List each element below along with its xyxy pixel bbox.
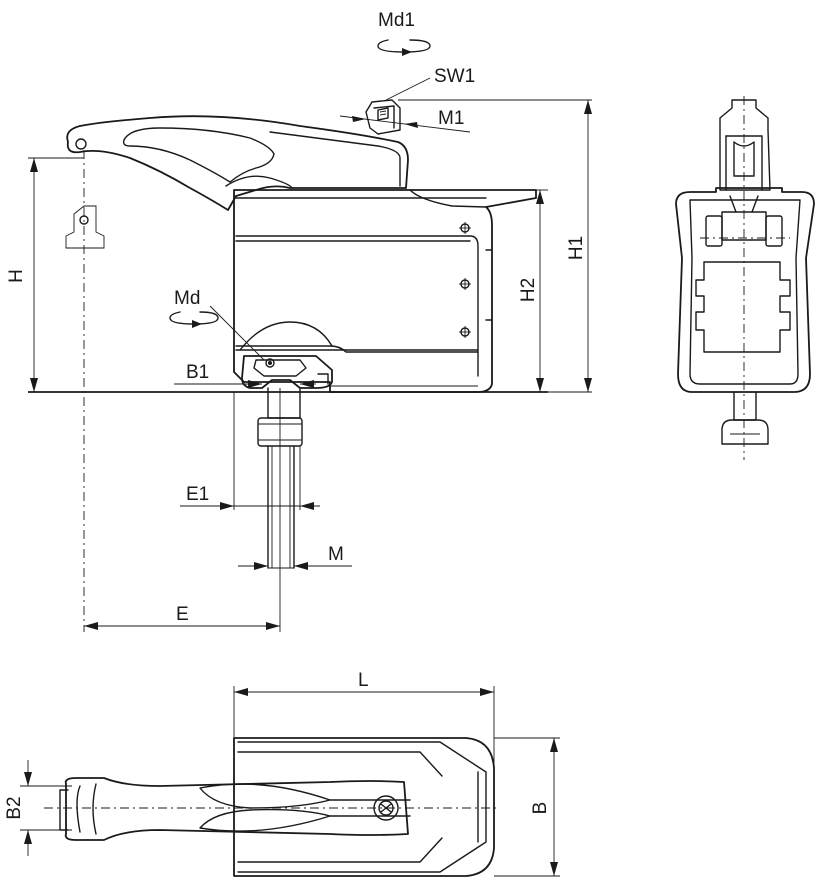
- top-body: [233, 737, 495, 877]
- e1-label: E1: [186, 484, 209, 505]
- top-view: L B B2: [4, 670, 560, 877]
- e-label: E: [176, 604, 189, 625]
- spindle-dome: [239, 321, 333, 351]
- front-view: [675, 96, 815, 460]
- b1-label: B1: [186, 362, 209, 383]
- lever-pivot: [75, 138, 87, 150]
- h2-label: H2: [518, 278, 539, 302]
- md1-label: Md1: [378, 10, 415, 31]
- m1-label: M1: [438, 108, 464, 129]
- b-label: B: [530, 802, 551, 815]
- l-label: L: [358, 670, 369, 691]
- spindle: [257, 387, 303, 569]
- clamp-lever: [66, 115, 409, 211]
- top-lever: [64, 777, 409, 841]
- md-rotation-symbol: Md: [169, 288, 265, 361]
- sw1-screw: [365, 99, 401, 135]
- front-body: [675, 187, 815, 393]
- md-label: Md: [174, 288, 200, 309]
- m-label: M: [328, 544, 344, 565]
- h-label: H: [6, 269, 27, 283]
- lever-open-position: [65, 205, 105, 249]
- md1-rotation-symbol: Md1: [377, 10, 431, 56]
- spindle-holder: [241, 355, 333, 389]
- side-view: Md1 SW1 M1 H H1 H2 Md: [6, 10, 592, 632]
- body-screws: [459, 222, 471, 338]
- h1-label: H1: [566, 236, 587, 260]
- lever-grip-cutout: [122, 127, 275, 183]
- b2-label: B2: [4, 796, 25, 819]
- sw1-label: SW1: [434, 66, 475, 87]
- front-mechanism: [695, 261, 791, 353]
- clamp-body: [233, 189, 537, 393]
